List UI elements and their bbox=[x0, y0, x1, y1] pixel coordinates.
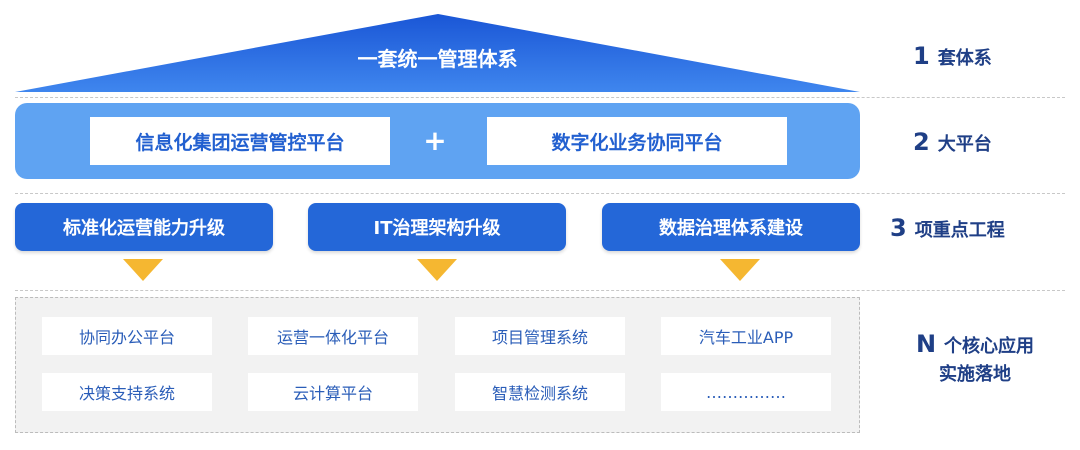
app-cell: 项目管理系统 bbox=[455, 317, 625, 355]
app-cell: 智慧检测系统 bbox=[455, 373, 625, 411]
roof-shape bbox=[15, 14, 860, 92]
project-box-2: IT治理架构升级 bbox=[308, 203, 566, 251]
app-cell: …………… bbox=[661, 373, 831, 411]
platform-left-box: 信息化集团运营管控平台 bbox=[90, 117, 390, 165]
level-number-2: 2 bbox=[913, 128, 930, 156]
level-text-n: 个核心应用 bbox=[944, 336, 1035, 357]
project-box-3: 数据治理体系建设 bbox=[602, 203, 860, 251]
separator-3 bbox=[15, 290, 1065, 291]
level-text-n-line2: 实施落地 bbox=[939, 364, 1011, 385]
separator-2 bbox=[15, 193, 1065, 194]
app-cell: 运营一体化平台 bbox=[248, 317, 418, 355]
level-label-2: 2 大平台 bbox=[913, 128, 992, 156]
arrow-down-icon bbox=[123, 259, 163, 281]
level-text-2: 大平台 bbox=[937, 134, 992, 155]
level-number-1: 1 bbox=[913, 42, 930, 70]
roof-title: 一套统一管理体系 bbox=[357, 47, 518, 71]
app-cell: 决策支持系统 bbox=[42, 373, 212, 411]
level-label-n: N 个核心应用 实施落地 bbox=[880, 330, 1070, 389]
app-cell: 云计算平台 bbox=[248, 373, 418, 411]
project-box-1: 标准化运营能力升级 bbox=[15, 203, 273, 251]
arrow-down-icon bbox=[720, 259, 760, 281]
level-text-3: 项重点工程 bbox=[914, 220, 1005, 241]
app-cell: 汽车工业APP bbox=[661, 317, 831, 355]
level-label-3: 3 项重点工程 bbox=[890, 214, 1005, 242]
level-label-n-line1: N 个核心应用 bbox=[880, 330, 1070, 361]
level-number-3: 3 bbox=[890, 214, 907, 242]
arrow-down-icon bbox=[417, 259, 457, 281]
level-text-1: 套体系 bbox=[937, 48, 992, 69]
level-label-1: 1 套体系 bbox=[913, 42, 992, 70]
app-cell: 协同办公平台 bbox=[42, 317, 212, 355]
platform-right-box: 数字化业务协同平台 bbox=[487, 117, 787, 165]
separator-1 bbox=[15, 97, 1065, 98]
plus-icon: + bbox=[423, 124, 447, 157]
level-number-n: N bbox=[915, 330, 937, 358]
